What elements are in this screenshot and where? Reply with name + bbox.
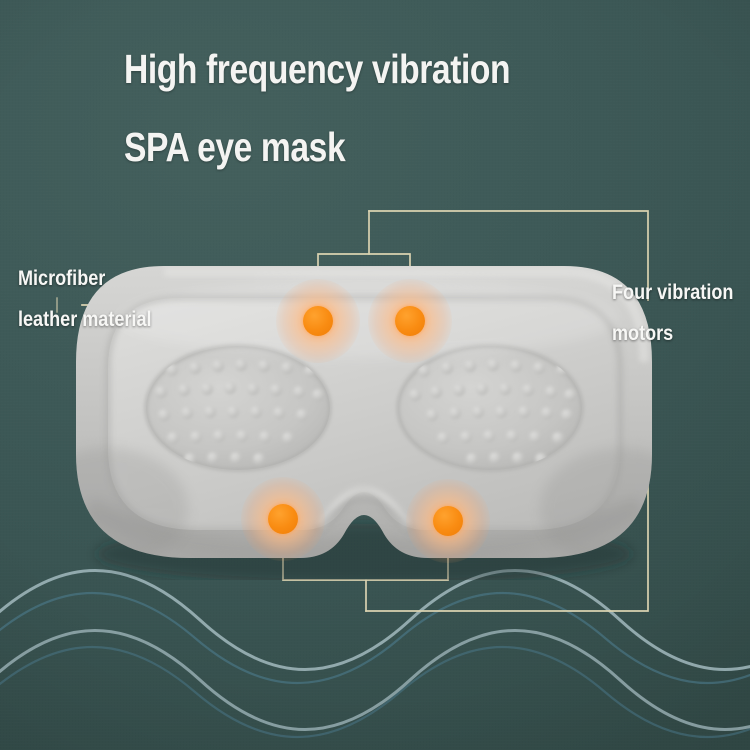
vibration-motor-top-left xyxy=(276,279,360,363)
callout-right: Four vibration motors xyxy=(612,282,733,344)
callout-left-line-2: leather material xyxy=(18,308,152,331)
vibration-motor-top-right xyxy=(368,279,452,363)
vibration-motor-bottom-left xyxy=(241,477,325,561)
leader-top-run xyxy=(368,210,649,301)
nose-bridge-ridge xyxy=(317,486,411,528)
eye-mask-illustration xyxy=(76,266,652,580)
callout-right-line-1: Four vibration xyxy=(612,281,734,304)
motor-core xyxy=(395,306,425,336)
massage-nubs-left xyxy=(155,359,324,465)
page-title-line-1: High frequency vibration xyxy=(124,46,511,92)
motor-core xyxy=(303,306,333,336)
callout-left: Microfiber leather material xyxy=(18,268,152,330)
callout-left-line-1: Microfiber xyxy=(18,267,106,290)
vibration-motor-bottom-right xyxy=(406,479,490,563)
callout-right-line-2: motors xyxy=(612,322,674,345)
motor-core xyxy=(433,506,463,536)
page-title-line-2: SPA eye mask xyxy=(124,124,346,170)
decorative-waves xyxy=(0,569,750,739)
massage-nubs-right xyxy=(409,359,576,465)
eye-mask-product xyxy=(68,258,660,580)
motor-core xyxy=(268,504,298,534)
